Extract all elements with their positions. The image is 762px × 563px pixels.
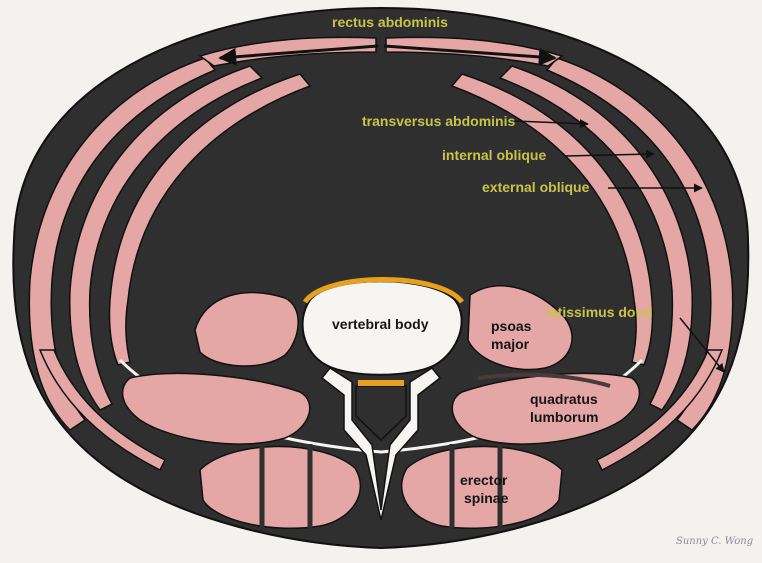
label-psoas-major-1: psoas	[491, 318, 532, 334]
label-quadratus-lumborum-2: lumborum	[530, 409, 598, 425]
erector-spinae-left	[200, 444, 360, 528]
label-internal-oblique: internal oblique	[442, 147, 546, 163]
label-external-oblique: external oblique	[482, 179, 590, 195]
label-quadratus-lumborum-1: quadratus	[530, 391, 598, 407]
artist-signature: Sunny C. Wong	[676, 536, 753, 547]
label-vertebral-body: vertebral body	[332, 316, 429, 332]
label-erector-spinae-2: spinae	[464, 490, 509, 506]
spinal-cartilage	[358, 380, 404, 386]
label-rectus-abdominis: rectus abdominis	[332, 14, 448, 30]
label-transversus-abdominis: transversus abdominis	[362, 113, 515, 129]
label-erector-spinae-1: erector	[460, 472, 508, 488]
label-psoas-major-2: major	[491, 336, 530, 352]
label-latissimus-dorsi: latissimus dorsi	[546, 304, 653, 320]
